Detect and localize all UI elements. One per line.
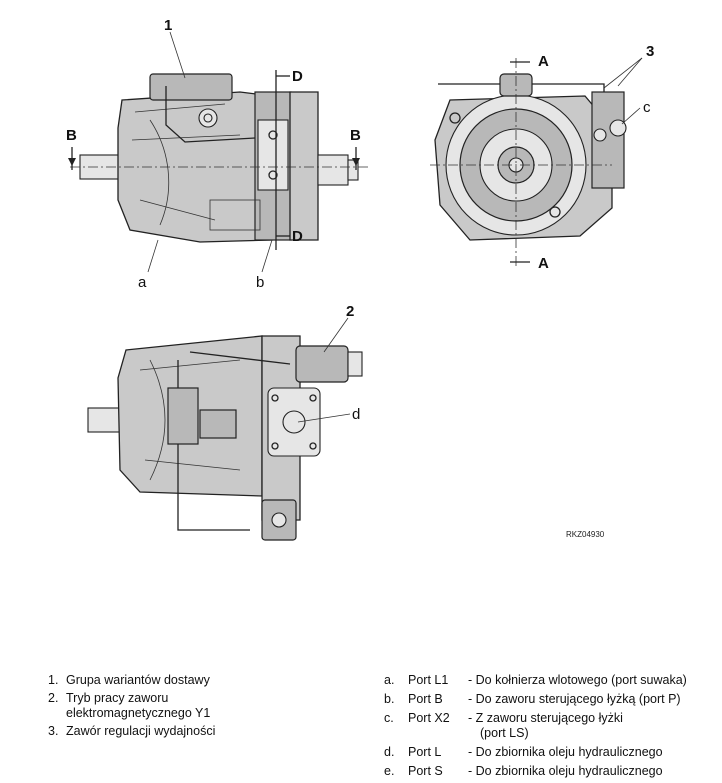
legend-port-item: d. Port L - Do zbiornika oleju hydraulic… [384, 745, 720, 760]
legend-letter: e. [384, 764, 395, 778]
callout-c: c [643, 99, 651, 116]
legend-port: Port B [408, 692, 443, 706]
legend-desc: - Do zbiornika oleju hydraulicznego [468, 745, 663, 759]
legend-number: 3. [48, 724, 59, 738]
legend-components: 1. Grupa wariantów dostawy 2. Tryb pracy… [48, 673, 348, 742]
callout-3: 3 [646, 43, 654, 60]
legend-number: 2. [48, 691, 59, 705]
callout-section-b-right: B [350, 127, 361, 144]
legend-desc: - Z zaworu sterującego łyżki (port LS) [468, 711, 720, 741]
legend-ports: a. Port L1 - Do kołnierza wlotowego (por… [384, 673, 720, 783]
drawing-code: RKZ04930 [566, 530, 605, 539]
legend-port: Port X2 [408, 711, 450, 725]
callout-d: d [352, 406, 360, 423]
legend-port: Port S [408, 764, 443, 778]
side-view-top [68, 31, 368, 273]
legend-number: 1. [48, 673, 59, 687]
legend-desc: - Do zbiornika oleju hydraulicznego [468, 764, 663, 778]
legend-desc-line1: - Z zaworu sterującego łyżki [468, 711, 623, 725]
legend-item: 3. Zawór regulacji wydajności [48, 724, 348, 739]
legend-letter: d. [384, 745, 395, 759]
callout-section-d-top: D [292, 68, 303, 85]
side-view-bottom [87, 317, 363, 541]
legend-letter: c. [384, 711, 394, 725]
legend-item: 2. Tryb pracy zaworu elektromagnetyczneg… [48, 691, 348, 721]
pump-technical-drawing: .ln { fill: none; stroke: #222; stroke-w… [66, 17, 654, 541]
callout-section-a-bottom: A [538, 255, 549, 272]
legend-port-item: e. Port S - Do zbiornika oleju hydraulic… [384, 764, 720, 779]
legend-port-item: c. Port X2 - Z zaworu sterującego łyżki … [384, 711, 720, 741]
legend-port: Port L [408, 745, 442, 759]
callout-section-a-top: A [538, 53, 549, 70]
legend-port-item: b. Port B - Do zaworu sterującego łyżką … [384, 692, 720, 707]
legend-text: Tryb pracy zaworu elektromagnetycznego Y… [66, 691, 211, 720]
end-view [430, 57, 643, 268]
legend-port-item: a. Port L1 - Do kołnierza wlotowego (por… [384, 673, 720, 688]
legend-port: Port L1 [408, 673, 449, 687]
callout-a: a [138, 274, 147, 291]
callout-b: b [256, 274, 264, 291]
callout-section-b-left: B [66, 127, 77, 144]
legend-desc-line2: (port LS) [480, 726, 529, 740]
legend-letter: b. [384, 692, 395, 706]
legend-desc: - Do kołnierza wlotowego (port suwaka) [468, 673, 687, 687]
callout-1: 1 [164, 17, 172, 34]
legend-letter: a. [384, 673, 395, 687]
legend-text: Grupa wariantów dostawy [66, 673, 210, 687]
callout-section-d-bottom: D [292, 228, 303, 245]
legend-item: 1. Grupa wariantów dostawy [48, 673, 348, 688]
callout-2: 2 [346, 303, 354, 320]
legend-text: Zawór regulacji wydajności [66, 724, 216, 738]
legend-desc: - Do zaworu sterującego łyżką (port P) [468, 692, 681, 706]
